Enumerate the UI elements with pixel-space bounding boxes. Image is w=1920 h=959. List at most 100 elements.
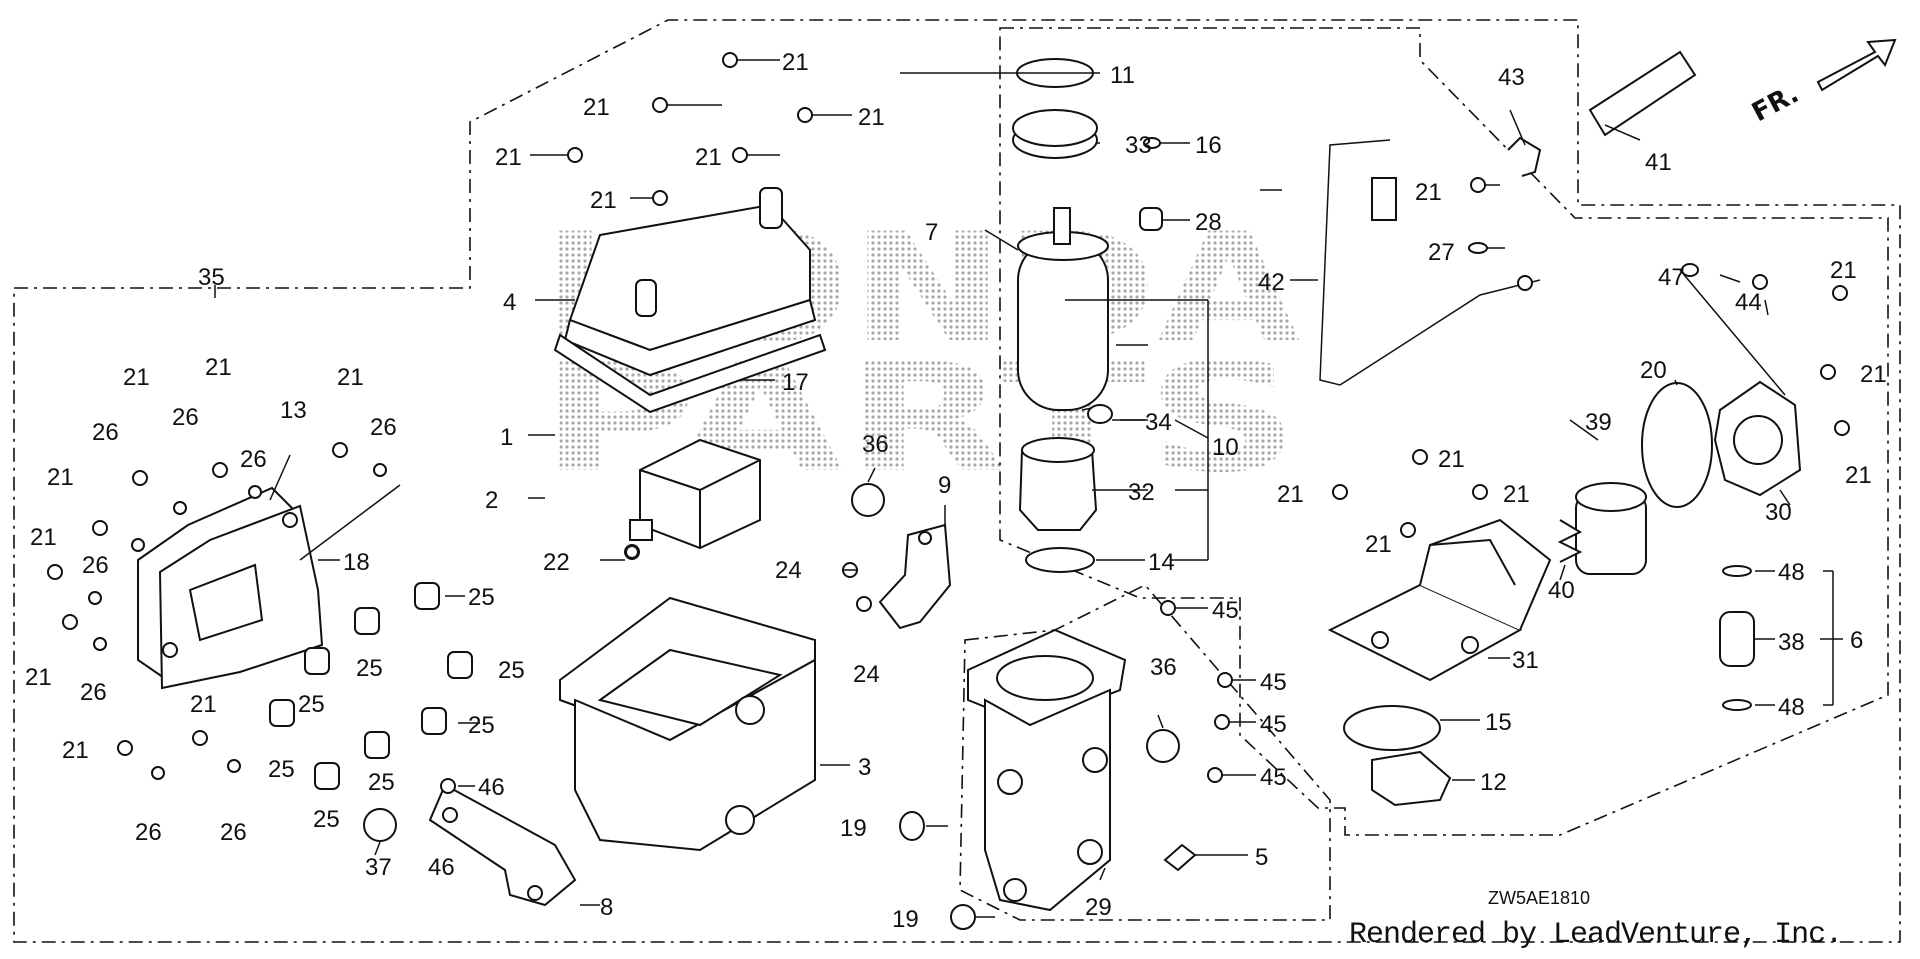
- callout-21: 21: [337, 364, 364, 391]
- boundary-sub-tank: [959, 584, 1331, 921]
- callout-21: 21: [1277, 481, 1304, 508]
- callout-21: 21: [858, 104, 885, 131]
- pump-body: [1017, 239, 1109, 411]
- callout-6: 6: [1850, 627, 1863, 654]
- cover-plate-window: [188, 563, 264, 642]
- callout-26: 26: [172, 404, 199, 431]
- leader-lines: [214, 59, 1843, 918]
- callout-21: 21: [1365, 531, 1392, 558]
- callout-24-a: 24: [775, 557, 802, 584]
- callout-21: 21: [190, 691, 217, 718]
- callout-30: 30: [1765, 499, 1792, 526]
- callout-17: 17: [782, 369, 809, 396]
- bracket-hole: [918, 531, 932, 545]
- callout-26: 26: [135, 819, 162, 846]
- callout-38: 38: [1778, 629, 1805, 656]
- callout-24-b: 24: [853, 661, 880, 688]
- callout-26: 26: [370, 414, 397, 441]
- callout-12: 12: [1480, 769, 1507, 796]
- callout-35: 35: [198, 264, 225, 291]
- callout-21: 21: [205, 354, 232, 381]
- callout-1: 1: [500, 424, 513, 451]
- boundary-outer: [13, 19, 1901, 943]
- connector-42: [1371, 177, 1397, 221]
- callout-48-a: 48: [1778, 559, 1805, 586]
- sub-tank: [967, 628, 1127, 912]
- callout-3: 3: [858, 754, 871, 781]
- callout-16: 16: [1195, 132, 1222, 159]
- callout-22: 22: [543, 549, 570, 576]
- o-ring-14: [1025, 547, 1095, 573]
- filter-housing-31: [1327, 518, 1552, 682]
- callout-45-d: 45: [1260, 764, 1287, 791]
- callout-7: 7: [925, 219, 938, 246]
- callout-20: 20: [1640, 357, 1667, 384]
- pump-outlet: [1053, 207, 1071, 245]
- o-ring-15: [1343, 705, 1441, 751]
- callout-25: 25: [368, 769, 395, 796]
- callout-46-b: 46: [428, 854, 455, 881]
- hose-41: [1588, 50, 1697, 137]
- callout-32: 32: [1128, 479, 1155, 506]
- callout-27: 27: [1428, 239, 1455, 266]
- callout-25: 25: [498, 657, 525, 684]
- boundary-fuel-pump: [999, 27, 1889, 836]
- grommet-28: [1139, 207, 1163, 231]
- clip-43: [1507, 136, 1542, 177]
- fr-label: FR.: [1747, 79, 1804, 128]
- callout-40: 40: [1548, 577, 1575, 604]
- callout-37: 37: [365, 854, 392, 881]
- fasteners: [47, 52, 1850, 930]
- callout-45-c: 45: [1260, 711, 1287, 738]
- chamber-port: [735, 695, 765, 725]
- callout-19-a: 19: [840, 815, 867, 842]
- callout-13: 13: [280, 397, 307, 424]
- callout-26: 26: [220, 819, 247, 846]
- diagram-code: ZW5AE1810: [1488, 888, 1591, 908]
- bracket-hole: [527, 885, 543, 901]
- callout-26: 26: [80, 679, 107, 706]
- grommet-38: [1719, 611, 1755, 667]
- callout-21: 21: [1845, 462, 1872, 489]
- callout-25: 25: [468, 712, 495, 739]
- callout-19-b: 19: [892, 906, 919, 933]
- group-boundaries: [13, 19, 1901, 943]
- callout-43: 43: [1498, 64, 1525, 91]
- callout-21: 21: [123, 364, 150, 391]
- front-direction-indicator: FR.: [1747, 38, 1897, 128]
- callout-21: 21: [590, 187, 617, 214]
- callout-41: 41: [1645, 149, 1672, 176]
- callout-21: 21: [30, 524, 57, 551]
- vapor-separator-cover: [553, 187, 827, 414]
- callout-21: 21: [25, 664, 52, 691]
- credit-line: Rendered by LeadVenture, Inc.: [1349, 918, 1843, 952]
- cover-plate: [137, 486, 324, 690]
- chamber-port: [725, 805, 755, 835]
- callout-25: 25: [268, 756, 295, 783]
- spring-40: [1557, 519, 1583, 563]
- callout-42: 42: [1258, 269, 1285, 296]
- fuel-pump-assembly: [1012, 58, 1163, 573]
- float-chamber: [559, 596, 816, 852]
- callout-36-b: 36: [1150, 654, 1177, 681]
- callout-25: 25: [356, 655, 383, 682]
- bracket-9: [878, 523, 952, 630]
- callout-21: 21: [62, 737, 89, 764]
- gasket-17: [553, 333, 827, 414]
- callout-44: 44: [1735, 289, 1762, 316]
- callout-11: 11: [1110, 62, 1135, 89]
- callout-47: 47: [1658, 264, 1685, 291]
- cover-hole: [282, 512, 298, 528]
- arrow-icon: [1816, 38, 1897, 92]
- callout-25: 25: [468, 584, 495, 611]
- callout-21: 21: [1438, 446, 1465, 473]
- bracket-8: [428, 783, 577, 907]
- sub-tank-body: [984, 688, 1111, 912]
- callout-21: 21: [495, 144, 522, 171]
- callouts: 1 2 3 4 5 6 7 8 9 10 11 12 13 14 15 16 1…: [25, 49, 1887, 933]
- callout-4: 4: [503, 289, 516, 316]
- callout-14: 14: [1148, 549, 1175, 576]
- callout-45-b: 45: [1260, 669, 1287, 696]
- callout-15: 15: [1485, 709, 1512, 736]
- callout-48-b: 48: [1778, 694, 1805, 721]
